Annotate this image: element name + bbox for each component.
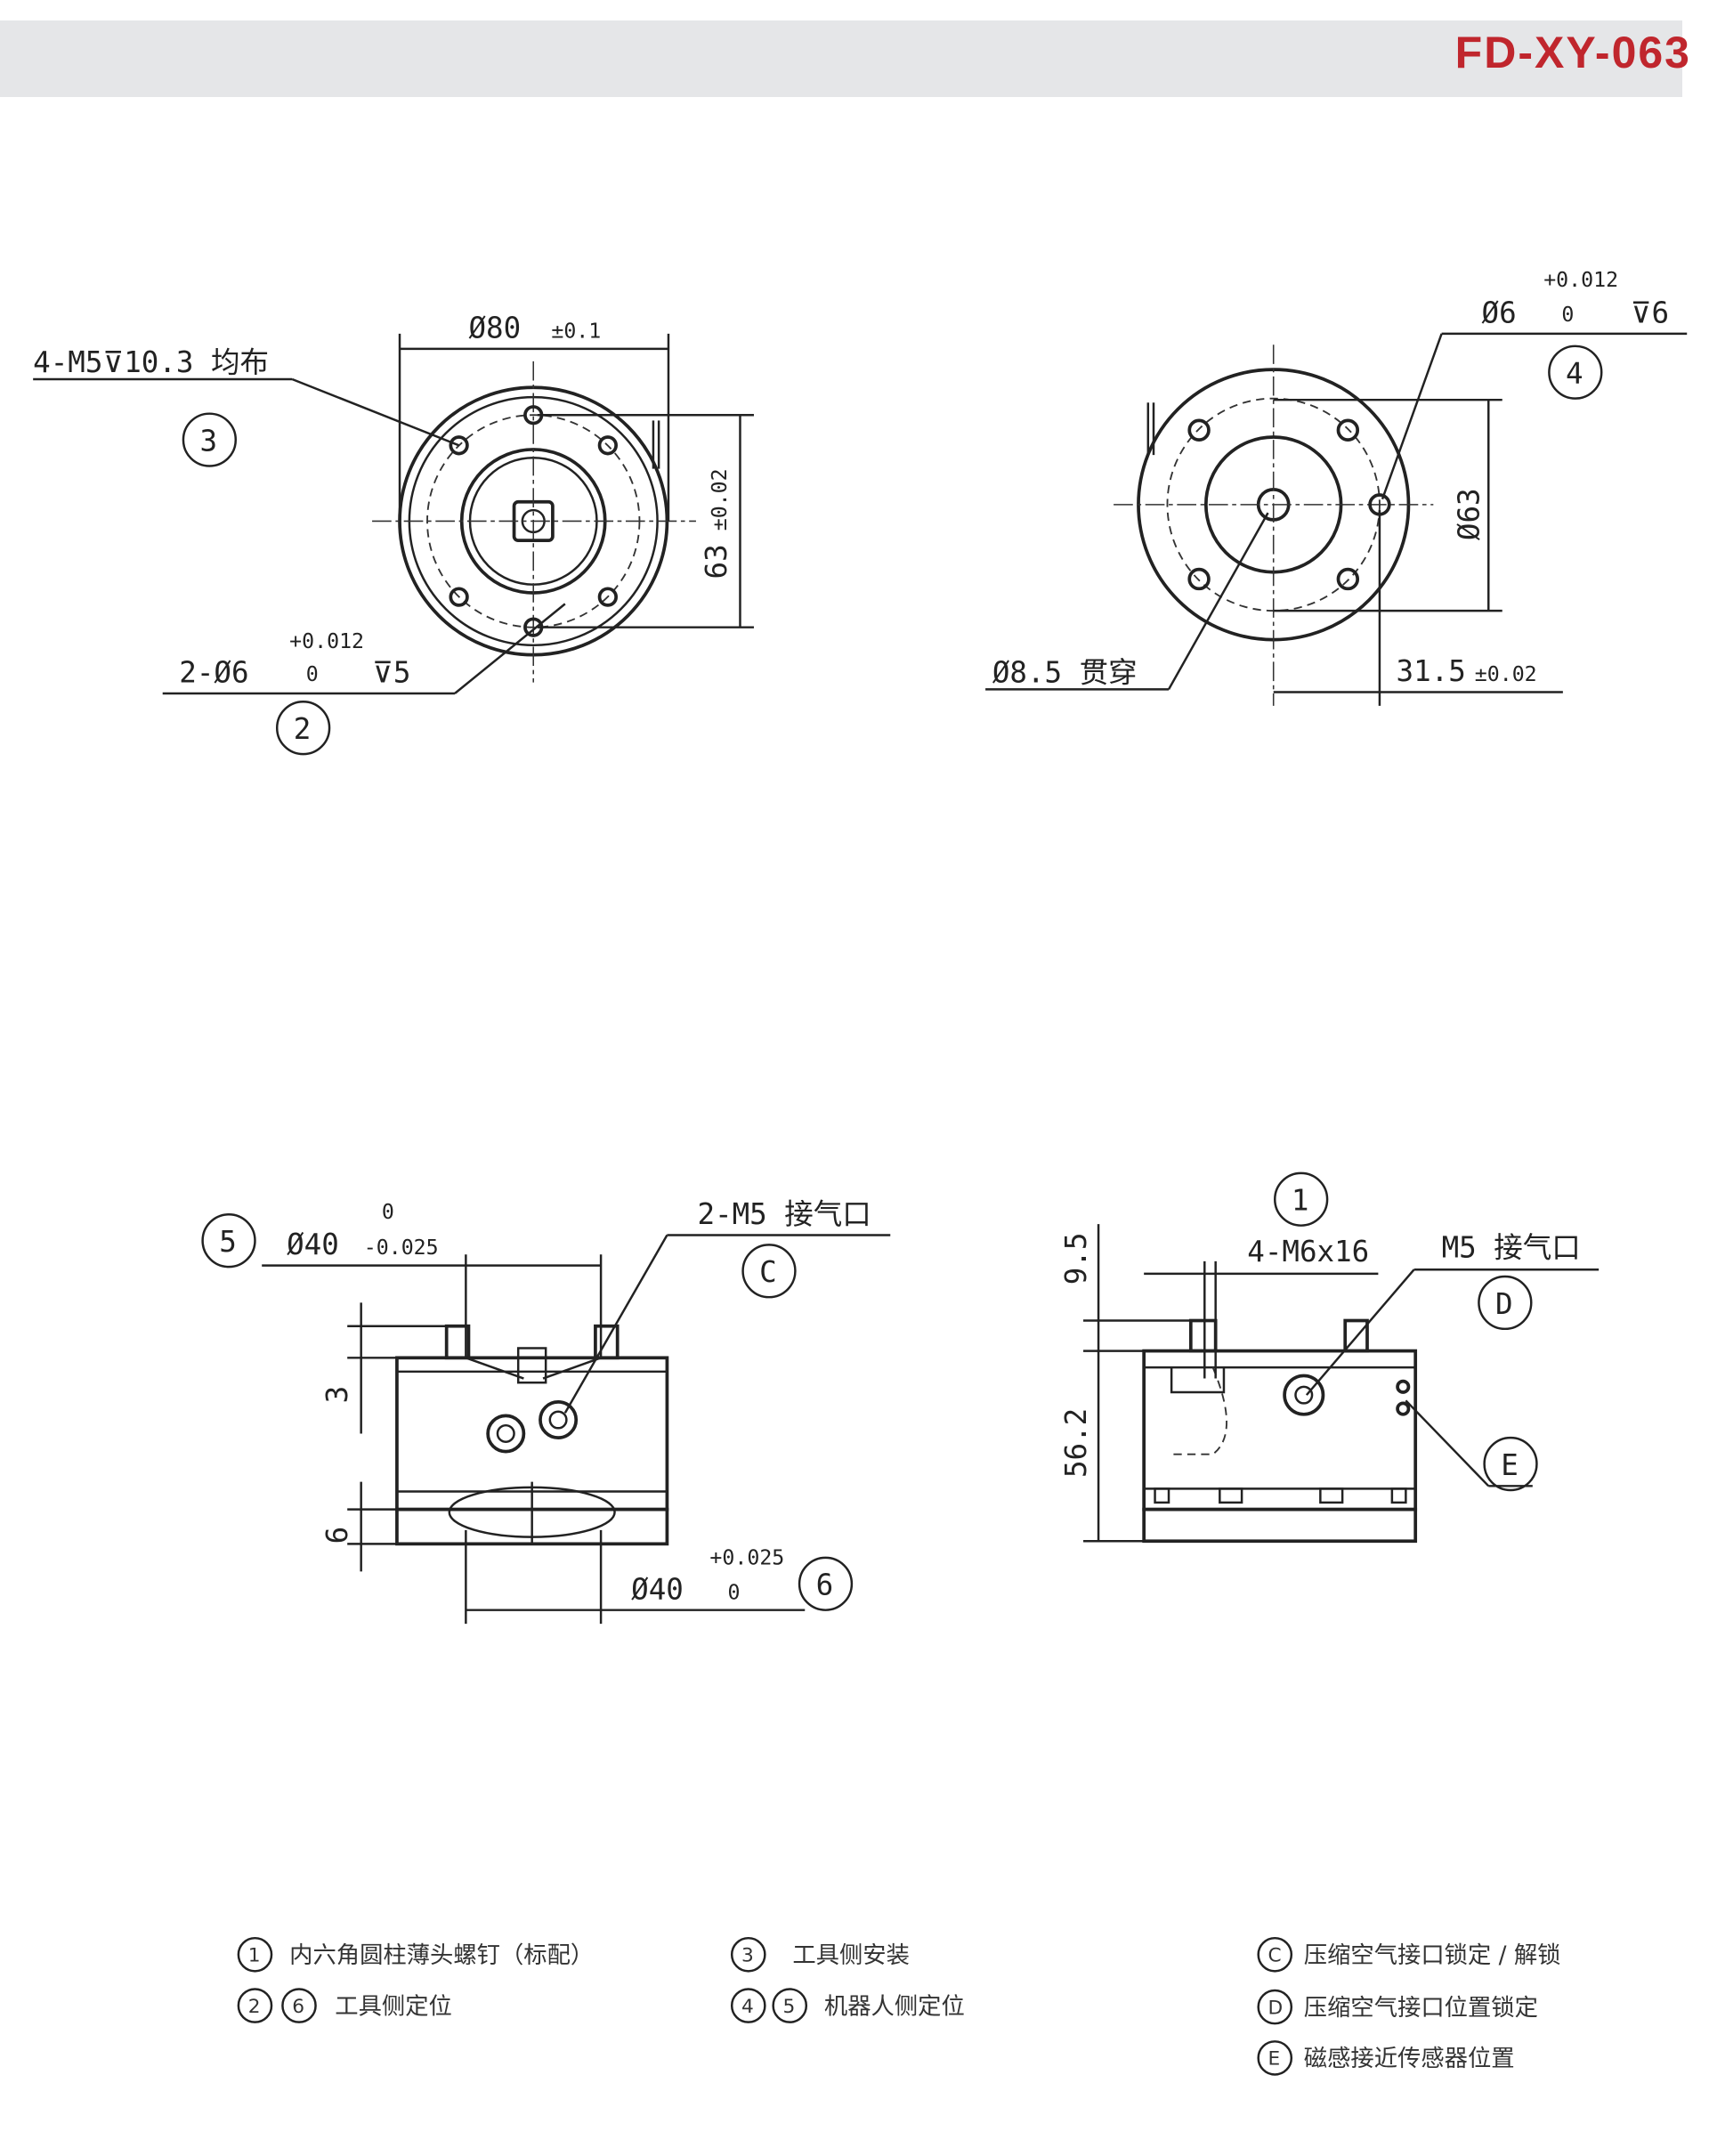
svg-text:5: 5: [782, 1996, 795, 2018]
legend-item-c: C 压缩空气接口锁定 / 解锁: [1257, 1936, 1561, 1973]
bottom-left-view: 5 Ø40 0 -0.025 2-M5 接气口 C 3 6 Ø40 +0.025…: [201, 1197, 891, 1625]
through-hole-note: Ø8.5 贯穿: [992, 656, 1138, 690]
svg-text:磁感接近传感器位置: 磁感接近传感器位置: [1304, 2046, 1515, 2072]
svg-text:C: C: [1268, 1945, 1282, 1967]
svg-text:内六角圆柱薄头螺钉（标配）: 内六角圆柱薄头螺钉（标配）: [289, 1942, 594, 1969]
bolt-holes: [449, 405, 618, 637]
svg-text:4: 4: [741, 1996, 754, 2018]
model-title: FD-XY-063: [1454, 28, 1691, 77]
top-left-view: Ø80 ±0.1 63 ±0.02 4-M5⊽10.3 均布 3 2-Ø6 +0…: [33, 312, 754, 756]
dim-dia-80: Ø80: [468, 312, 521, 345]
svg-text:3: 3: [741, 1945, 754, 1967]
air-port-note: M5 接气口: [1442, 1230, 1581, 1264]
air-port-note: 2-M5 接气口: [697, 1197, 871, 1231]
svg-text:压缩空气接口锁定 / 解锁: 压缩空气接口锁定 / 解锁: [1304, 1942, 1561, 1969]
pin-tol-lower: 0: [1561, 303, 1574, 327]
screw-note: 4-M6x16: [1247, 1235, 1369, 1268]
legend-item-4-5: 4 5 机器人侧定位: [730, 1988, 965, 2023]
svg-text:工具侧安装: 工具侧安装: [792, 1942, 910, 1969]
svg-text:6: 6: [292, 1996, 304, 2018]
svg-text:D: D: [1268, 1997, 1284, 2019]
dim-dia-80-tol: ±0.1: [551, 320, 601, 344]
legend-item-d: D 压缩空气接口位置锁定: [1257, 1989, 1538, 2025]
dim-dia-40-top: Ø40: [287, 1228, 339, 1261]
legend-item-2-6: 2 6 工具侧定位: [237, 1988, 452, 2023]
svg-text:1: 1: [248, 1945, 261, 1967]
dim-dia-63: Ø63: [1452, 488, 1486, 540]
svg-text:压缩空气接口位置锁定: 压缩空气接口位置锁定: [1304, 1995, 1538, 2022]
pin-depth: ⊽5: [372, 656, 410, 690]
dim-56-2: 56.2: [1059, 1408, 1093, 1478]
dim-dia-40-top-tol-upper: 0: [382, 1200, 394, 1224]
pin-note: Ø6: [1482, 296, 1517, 329]
callout-3: 3: [200, 424, 218, 458]
dim-6: 6: [320, 1527, 354, 1544]
bottom-right-view: 1 4-M6x16 M5 接气口 D 9.5 56.2 E: [1059, 1171, 1600, 1544]
svg-text:2: 2: [248, 1996, 261, 2018]
callout-2: 2: [294, 712, 312, 746]
pin-depth: ⊽6: [1631, 296, 1669, 329]
callout-5: 5: [219, 1225, 237, 1259]
dim-dia-40-top-tol-lower: -0.025: [364, 1236, 439, 1260]
callout-e: E: [1501, 1448, 1519, 1482]
pin-tol-upper: +0.012: [1543, 268, 1618, 292]
pin-note: 2-Ø6: [179, 656, 248, 690]
dim-dia-40-bottom: Ø40: [631, 1572, 684, 1606]
top-right-view: Ø6 +0.012 0 ⊽6 4 Ø63 Ø8.5 贯穿 31.5 ±0.02: [985, 268, 1688, 706]
dim-3: 3: [320, 1386, 354, 1404]
legend-item-1: 1 内六角圆柱薄头螺钉（标配）: [237, 1936, 594, 1973]
dim-dia-40-bottom-tol-lower: 0: [728, 1580, 741, 1604]
legend-item-e: E 磁感接近传感器位置: [1257, 2040, 1515, 2076]
dim-63: 63: [700, 544, 733, 579]
svg-text:机器人侧定位: 机器人侧定位: [824, 1993, 965, 2020]
pin-tol-lower: 0: [306, 662, 319, 686]
svg-text:E: E: [1268, 2048, 1281, 2071]
header-band: [0, 20, 1682, 97]
pin-tol-upper: +0.012: [289, 629, 364, 653]
legend: 1 内六角圆柱薄头螺钉（标配） 2 6 工具侧定位 3 工具侧安装 4 5 机器…: [237, 1936, 1561, 2076]
dim-31-5: 31.5: [1397, 654, 1466, 688]
legend-item-3: 3 工具侧安装: [730, 1936, 910, 1973]
callout-d: D: [1495, 1287, 1513, 1321]
thread-note: 4-M5⊽10.3 均布: [33, 345, 269, 379]
callout-4: 4: [1566, 357, 1583, 391]
dim-dia-40-bottom-tol-upper: +0.025: [709, 1546, 784, 1570]
callout-c: C: [759, 1255, 777, 1289]
dim-63-tol: ±0.02: [708, 468, 732, 531]
callout-1: 1: [1292, 1184, 1309, 1218]
dim-9-5: 9.5: [1059, 1233, 1093, 1285]
callout-6: 6: [816, 1568, 834, 1602]
dim-31-5-tol: ±0.02: [1475, 662, 1537, 686]
svg-text:工具侧定位: 工具侧定位: [335, 1993, 452, 2020]
